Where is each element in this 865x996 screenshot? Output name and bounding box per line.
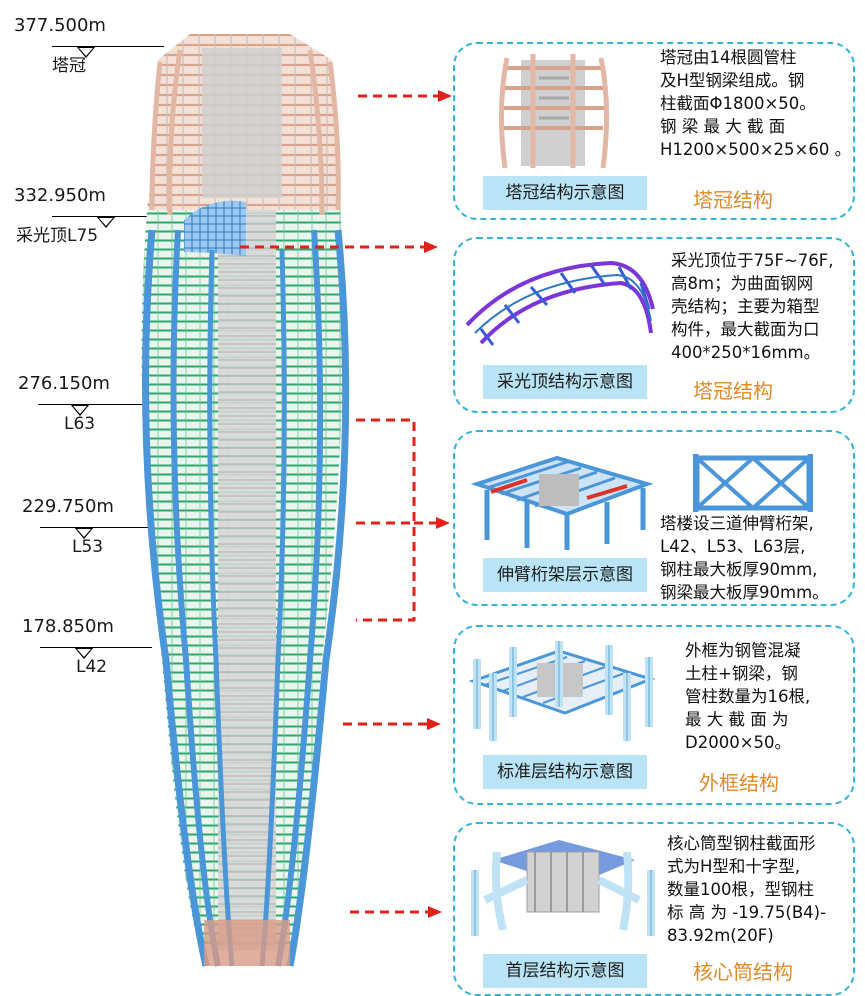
- description-line: 最 大 截 面 为: [685, 710, 789, 729]
- level-line: [38, 404, 150, 405]
- description-line: 外框为钢管混凝: [685, 641, 801, 660]
- panel-tag: 外框结构: [699, 771, 779, 795]
- description-line: 钢柱最大板厚90mm,: [660, 560, 818, 579]
- elevation-triangle-icon: [96, 216, 116, 228]
- arrow-crown: [358, 90, 452, 102]
- outrigger-structure-thumbnail: [470, 455, 654, 550]
- elevation-triangle-icon: [70, 404, 90, 416]
- description-line: 式为H型和十字型,: [667, 857, 801, 876]
- elevation-triangle-icon: [76, 46, 96, 58]
- panel-skylight: 采光顶结构示意图 采光顶位于75F~76F, 高8m；为曲面钢网 壳结构；主要为…: [453, 237, 855, 413]
- level-name: 塔冠: [52, 56, 86, 76]
- description-line: 标 高 为 -19.75(B4)-: [667, 903, 827, 922]
- description-line: L42、L53、L63层,: [660, 537, 806, 556]
- panel-frame: 标准层结构示意图 外框为钢管混凝 土柱+钢梁，钢 管柱数量为16根, 最 大 截…: [453, 625, 855, 805]
- panel-caption: 首层结构示意图: [483, 954, 647, 988]
- description-line: 柱截面Φ1800×50。: [660, 94, 816, 113]
- panel-core: 首层结构示意图 核心筒型钢柱截面形 式为H型和十字型, 数量100根，型钢柱 标…: [453, 822, 855, 996]
- description-line: 壳结构；主要为箱型: [671, 297, 820, 316]
- description-line: 83.92m(20F): [667, 926, 774, 945]
- description-line: 塔楼设三道伸臂桁架,: [660, 514, 814, 533]
- level-elevation: 276.150m: [18, 373, 110, 394]
- panel-outrigger: 伸臂桁架层示意图 塔楼设三道伸臂桁架, L42、L53、L63层, 钢柱最大板厚…: [453, 430, 855, 606]
- description-line: H1200×500×25×60 。: [660, 140, 852, 159]
- tower-structure-model: [141, 34, 350, 967]
- level-elevation: 377.500m: [14, 15, 106, 36]
- panel-caption: 标准层结构示意图: [483, 755, 647, 789]
- description-line: 数量100根，型钢柱: [667, 880, 814, 899]
- level-elevation: 229.750m: [22, 496, 114, 517]
- level-line: [40, 647, 152, 648]
- level-name: L63: [64, 414, 96, 434]
- description-line: D2000×50。: [685, 733, 792, 752]
- level-name: L42: [76, 657, 108, 677]
- level-line: [52, 46, 164, 47]
- panel-description: 采光顶位于75F~76F, 高8m；为曲面钢网 壳结构；主要为箱型 构件，最大截…: [671, 249, 857, 364]
- level-name: L53: [72, 537, 104, 557]
- description-line: 塔冠由14根圆管柱: [660, 48, 797, 67]
- description-line: 及H型钢梁组成。钢: [660, 71, 805, 90]
- description-line: 构件，最大截面为口: [671, 320, 820, 339]
- panel-description: 核心筒型钢柱截面形 式为H型和十字型, 数量100根，型钢柱 标 高 为 -19…: [667, 832, 857, 947]
- description-line: 400*250*16mm。: [671, 343, 821, 362]
- panel-crown: 塔冠结构示意图 塔冠由14根圆管柱 及H型钢梁组成。钢 柱截面Φ1800×50。…: [453, 42, 855, 220]
- panel-caption: 伸臂桁架层示意图: [483, 558, 647, 592]
- elevation-triangle-icon: [74, 527, 94, 539]
- arrow-frame: [343, 718, 441, 730]
- level-line: [40, 527, 152, 528]
- elevation-triangle-icon: [74, 647, 94, 659]
- first-floor-thumbnail: [471, 840, 655, 936]
- outrigger-truss-elevation-thumbnail: [693, 454, 813, 512]
- standard-floor-thumbnail: [468, 641, 656, 741]
- panel-description: 塔冠由14根圆管柱 及H型钢梁组成。钢 柱截面Φ1800×50。 钢 梁 最 大…: [660, 46, 858, 161]
- description-line: 钢梁最大板厚90mm。: [660, 583, 829, 602]
- arrow-core: [350, 906, 442, 918]
- description-line: 高8m；为曲面钢网: [671, 274, 814, 293]
- level-elevation: 332.950m: [14, 185, 106, 206]
- arrow-skylight: [240, 241, 438, 253]
- panel-caption: 塔冠结构示意图: [483, 176, 647, 210]
- panel-caption: 采光顶结构示意图: [483, 365, 647, 399]
- description-line: 采光顶位于75F~76F,: [671, 251, 834, 270]
- level-elevation: 178.850m: [22, 616, 114, 637]
- description-line: 管柱数量为16根,: [685, 687, 811, 706]
- description-line: 土柱+钢梁，钢: [685, 664, 798, 683]
- panel-description: 外框为钢管混凝 土柱+钢梁，钢 管柱数量为16根, 最 大 截 面 为 D200…: [685, 639, 857, 754]
- panel-description: 塔楼设三道伸臂桁架, L42、L53、L63层, 钢柱最大板厚90mm, 钢梁最…: [660, 512, 858, 604]
- skylight-structure-thumbnail: [465, 260, 655, 346]
- tower-core: [218, 170, 276, 950]
- description-line: 核心筒型钢柱截面形: [667, 834, 816, 853]
- skylight-dome: [184, 200, 246, 256]
- arrow-outrigger-bracket: [356, 418, 450, 622]
- description-line: 钢 梁 最 大 截 面: [660, 117, 786, 136]
- panel-tag: 塔冠结构: [693, 188, 773, 212]
- crown-structure-thumbnail: [498, 54, 610, 169]
- panel-tag: 核心筒结构: [693, 960, 793, 984]
- panel-tag: 塔冠结构: [693, 379, 773, 403]
- level-name: 采光顶L75: [16, 226, 99, 246]
